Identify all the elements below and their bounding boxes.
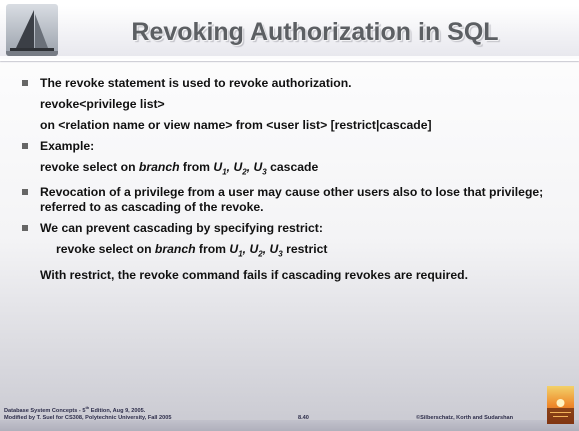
footer-modified: Modified by T. Suel for CS308, Polytechn… [4, 415, 172, 421]
footer-edition: Database System Concepts - 5th Edition, … [4, 405, 146, 414]
bullet-revoke-statement: The revoke statement is used to revoke a… [22, 76, 567, 91]
sailboat-logo-icon [6, 4, 58, 56]
syntax-revoke-line: revoke<privilege list> [40, 97, 165, 111]
sunset-logo-icon [547, 386, 574, 424]
square-bullet-icon [22, 225, 28, 232]
square-bullet-icon [22, 143, 28, 149]
footer-copyright: ©Silberschatz, Korth and Sudarshan [416, 415, 514, 421]
bullet-prevent-cascading: We can prevent cascading by specifying r… [22, 221, 567, 236]
page-number: 8.40 [298, 415, 309, 421]
syntax-on-line: on <relation name or view name> from <us… [40, 118, 432, 132]
square-bullet-icon [22, 80, 28, 86]
title-divider [0, 59, 579, 61]
square-bullet-icon [22, 189, 28, 196]
user-list: U1, U2, U3 [229, 242, 283, 259]
bullet-revocation-cascading: Revocation of a privilege from a user ma… [22, 185, 567, 215]
example-cascade-line: revoke select on branch from U1, U2, U3 … [40, 160, 319, 177]
title-band [0, 6, 579, 56]
slide-body: The revoke statement is used to revoke a… [22, 76, 567, 289]
user-list: U1, U2, U3 [213, 160, 267, 177]
footer: Database System Concepts - 5th Edition, … [4, 398, 579, 431]
restrict-note: With restrict, the revoke command fails … [40, 267, 468, 282]
slide-title: Revoking Authorization in SQL [131, 18, 499, 46]
example-restrict-line: revoke select on branch from U1, U2, U3 … [56, 242, 328, 259]
footer-band [0, 420, 579, 431]
bullet-example: Example: [22, 139, 567, 154]
